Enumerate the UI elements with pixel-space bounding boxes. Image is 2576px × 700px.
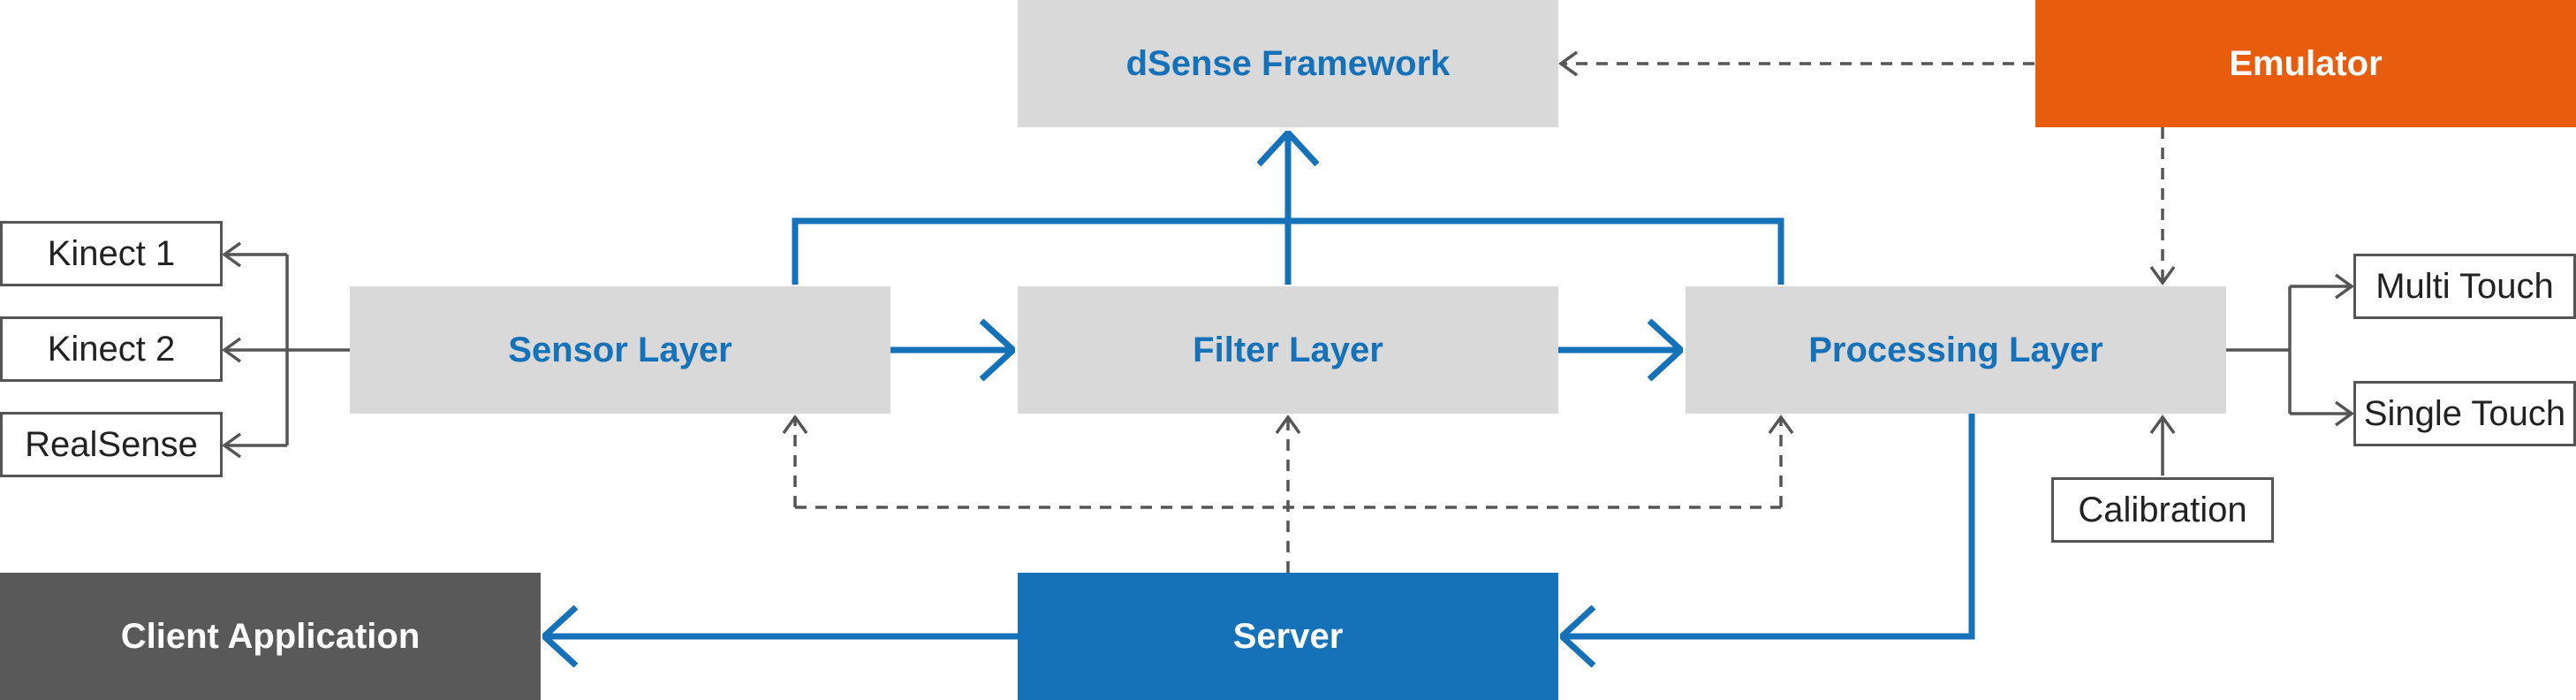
multi-touch-box: Multi Touch [2353, 254, 2576, 319]
emulator-label: Emulator [2229, 43, 2383, 83]
kinect2-label: Kinect 2 [47, 329, 176, 369]
client-application-label: Client Application [120, 616, 420, 656]
server-label: Server [1232, 616, 1344, 656]
calibration-label: Calibration [2078, 490, 2247, 529]
processing-layer-label: Processing Layer [1808, 330, 2103, 369]
processing-layer-box: Processing Layer [1686, 286, 2226, 414]
filter-layer-box: Filter Layer [1018, 286, 1558, 414]
realsense-label: RealSense [25, 424, 198, 464]
realsense-box: RealSense [0, 412, 223, 477]
filter-layer-label: Filter Layer [1193, 330, 1383, 369]
single-touch-label: Single Touch [2363, 393, 2566, 433]
sensor-layer-label: Sensor Layer [508, 330, 732, 369]
sensor-layer-box: Sensor Layer [350, 286, 890, 414]
calibration-box: Calibration [2051, 477, 2274, 543]
kinect1-box: Kinect 1 [0, 221, 223, 286]
kinect1-label: Kinect 1 [47, 233, 176, 273]
emulator-box: Emulator [2035, 0, 2576, 127]
multi-touch-label: Multi Touch [2375, 266, 2554, 306]
dsense-framework-label: dSense Framework [1125, 43, 1451, 83]
single-touch-box: Single Touch [2353, 381, 2576, 446]
dsense-framework-box: dSense Framework [1018, 0, 1558, 127]
edge-processing-to-server [1562, 414, 1975, 636]
client-application-box: Client Application [0, 573, 541, 700]
server-box: Server [1018, 573, 1558, 700]
kinect2-box: Kinect 2 [0, 316, 223, 382]
